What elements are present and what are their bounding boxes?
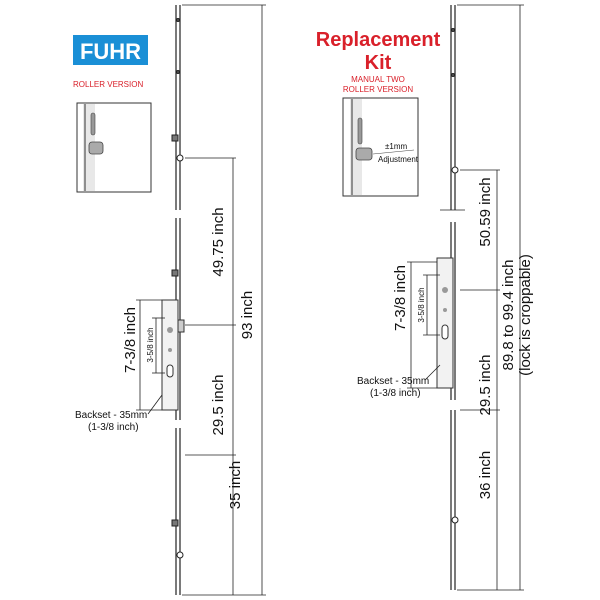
dim-left-bottom: 35 inch — [227, 461, 244, 509]
dim-right-total-note: (lock is croppable) — [517, 254, 534, 376]
adjustment-inset: ±1mm Adjustment — [342, 97, 419, 197]
dim-right-bottom: 36 inch — [477, 451, 494, 499]
left-backset: Backset - 35mm — [75, 410, 147, 421]
dim-right-top: 50.59 inch — [477, 177, 494, 246]
dim-left-lock-outer: 7-3/8 inch — [122, 307, 139, 373]
dim-right-lock-outer: 7-3/8 inch — [392, 265, 409, 331]
left-fuhr-lock: FUHR ROLLER VERSION — [73, 4, 266, 596]
dim-left-middle: 29.5 inch — [210, 375, 227, 436]
roller-version-caption: ROLLER VERSION — [73, 80, 143, 89]
adjust-label: Adjustment — [378, 155, 419, 164]
lock-case-right — [436, 257, 454, 389]
left-backset-inch: (1-3/8 inch) — [88, 422, 139, 433]
fuhr-logo-text: FUHR — [80, 39, 141, 64]
dim-left-lock-inner: 3-5/8 inch — [146, 327, 155, 362]
dim-right-middle: 29.5 inch — [477, 355, 494, 416]
roller-inset — [76, 102, 152, 193]
lock-case-left — [161, 299, 185, 411]
dim-right-total: 89.8 to 99.4 inch — [500, 260, 517, 371]
dim-left-top: 49.75 inch — [210, 207, 227, 276]
manual-caption: MANUAL TWO — [351, 75, 405, 84]
right-backset: Backset - 35mm — [357, 376, 429, 387]
right-backset-inch: (1-3/8 inch) — [370, 388, 421, 399]
roller-caption: ROLLER VERSION — [343, 85, 413, 94]
adjust-value: ±1mm — [385, 142, 408, 151]
replacement-title: Replacement — [316, 29, 441, 51]
dimension-lines-right — [407, 4, 524, 591]
kit-title: Kit — [365, 52, 392, 74]
dimension-lines-left — [136, 4, 266, 596]
dim-right-lock-inner: 3-5/8 inch — [417, 287, 426, 322]
dim-left-total: 93 inch — [239, 291, 256, 339]
fuhr-logo — [73, 35, 148, 65]
right-replacement-kit: Replacement Kit MANUAL TWO ROLLER VERSIO… — [316, 4, 534, 591]
